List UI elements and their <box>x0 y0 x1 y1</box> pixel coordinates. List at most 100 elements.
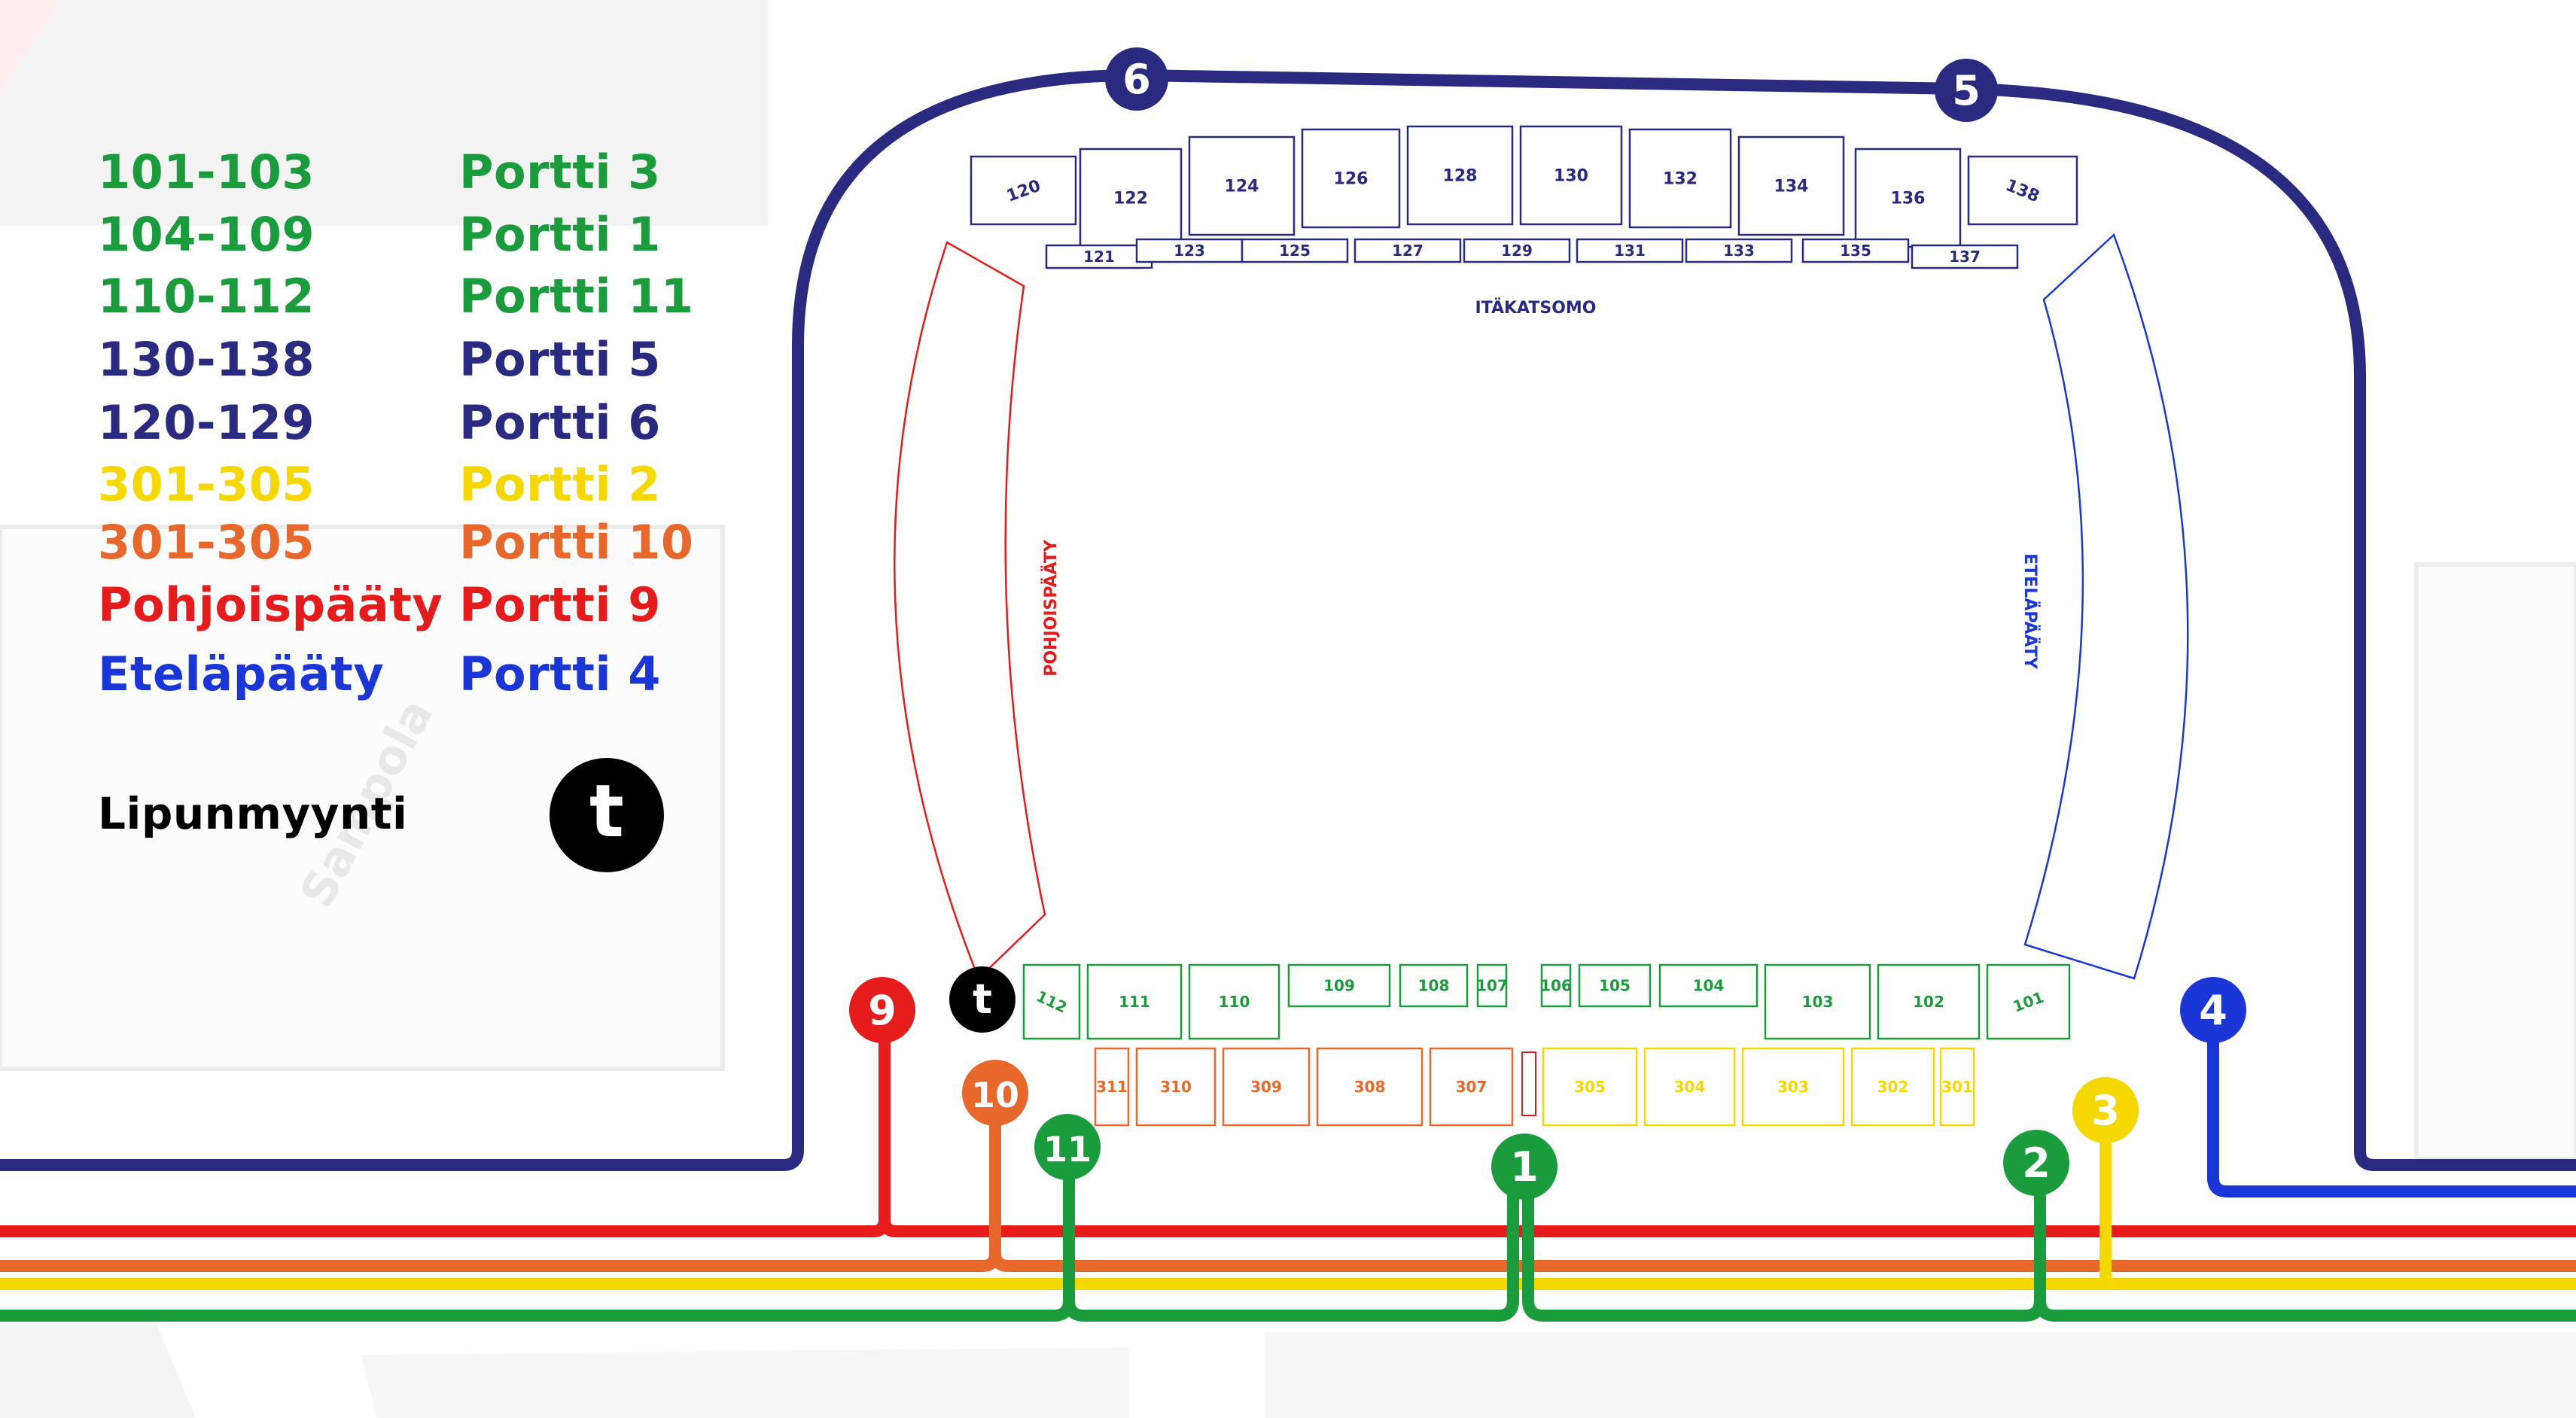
section-135[interactable]: 135 <box>1801 238 1910 263</box>
gate-5-number: 5 <box>1952 67 1981 114</box>
section-101[interactable]: 101 <box>1986 963 2071 1040</box>
section-310-label: 310 <box>1160 1078 1192 1096</box>
section-125-label: 125 <box>1279 242 1311 260</box>
section-303[interactable]: 303 <box>1741 1047 1845 1127</box>
section-303-label: 303 <box>1777 1078 1809 1096</box>
section-303-shape <box>1741 1047 1845 1127</box>
section-110-shape <box>1188 963 1280 1040</box>
section-302[interactable]: 302 <box>1850 1047 1935 1127</box>
press-box <box>1521 1051 1536 1116</box>
section-109[interactable]: 109 <box>1287 963 1391 1008</box>
section-137[interactable]: 137 <box>1911 244 2019 269</box>
section-124-label: 124 <box>1225 178 1259 196</box>
south-end-stand[interactable] <box>2023 233 2189 980</box>
route-red <box>0 1009 2576 1237</box>
gate-4-circle <box>2180 977 2246 1043</box>
section-108[interactable]: 108 <box>1399 963 1469 1008</box>
section-309[interactable]: 309 <box>1222 1047 1311 1127</box>
section-132-shape <box>1628 128 1732 229</box>
section-110[interactable]: 110 <box>1188 963 1280 1040</box>
section-130-label: 130 <box>1554 167 1588 186</box>
gate-1-marker[interactable]: 1 <box>1491 1133 1557 1200</box>
section-111-label: 111 <box>1119 993 1150 1011</box>
section-131[interactable]: 131 <box>1576 238 1684 263</box>
section-304[interactable]: 304 <box>1643 1047 1736 1127</box>
section-132[interactable]: 132 <box>1628 128 1732 229</box>
gate-10-number: 10 <box>971 1075 1019 1115</box>
north-end-label: POHJOISPÄÄTY <box>1041 539 1061 677</box>
section-111[interactable]: 111 <box>1086 963 1183 1040</box>
route-lines <box>0 69 2576 1322</box>
section-129-shape <box>1463 238 1571 263</box>
gate-3-marker[interactable]: 3 <box>2072 1077 2139 1143</box>
section-125[interactable]: 125 <box>1241 238 1349 263</box>
gate-5-marker[interactable]: 5 <box>1935 59 1998 122</box>
section-136-shape <box>1854 148 1962 248</box>
section-122[interactable]: 122 <box>1079 148 1183 248</box>
section-107-shape <box>1476 963 1508 1008</box>
section-127[interactable]: 127 <box>1353 238 1462 263</box>
section-126[interactable]: 126 <box>1301 128 1401 229</box>
gate-2-marker[interactable]: 2 <box>2003 1130 2069 1196</box>
section-126-shape <box>1301 128 1401 229</box>
section-128[interactable]: 128 <box>1406 125 1514 226</box>
section-308[interactable]: 308 <box>1316 1047 1423 1127</box>
bg-block <box>0 0 60 90</box>
section-104[interactable]: 104 <box>1658 963 1758 1008</box>
section-137-label: 137 <box>1949 248 1981 266</box>
section-309-shape <box>1222 1047 1311 1127</box>
section-127-label: 127 <box>1392 242 1423 260</box>
section-102-shape <box>1877 963 1981 1040</box>
section-102[interactable]: 102 <box>1877 963 1981 1040</box>
section-307[interactable]: 307 <box>1429 1047 1514 1127</box>
gate-6-marker[interactable]: 6 <box>1105 47 1168 111</box>
gate-9-marker[interactable]: 9 <box>849 977 915 1043</box>
gate-9-number: 9 <box>868 987 897 1034</box>
gate-4-marker[interactable]: 4 <box>2180 977 2246 1043</box>
gate-3-circle <box>2072 1077 2139 1143</box>
section-105[interactable]: 105 <box>1578 963 1652 1008</box>
section-305-shape <box>1542 1047 1638 1127</box>
section-305[interactable]: 305 <box>1542 1047 1638 1127</box>
gate-4-number: 4 <box>2199 987 2227 1034</box>
section-133[interactable]: 133 <box>1685 238 1793 263</box>
section-121[interactable]: 121 <box>1045 244 1153 269</box>
section-129[interactable]: 129 <box>1463 238 1571 263</box>
section-311-shape <box>1094 1047 1130 1127</box>
section-309-label: 309 <box>1250 1078 1282 1096</box>
section-105-label: 105 <box>1599 977 1631 995</box>
section-102-label: 102 <box>1913 993 1944 1011</box>
section-134[interactable]: 134 <box>1737 135 1845 236</box>
section-137-shape <box>1911 244 2019 269</box>
bg-block <box>0 0 768 226</box>
section-112-shape <box>1022 963 1081 1040</box>
gate-6-circle <box>1105 47 1168 111</box>
section-106[interactable]: 106 <box>1540 963 1572 1008</box>
section-136[interactable]: 136 <box>1854 148 1962 248</box>
section-107[interactable]: 107 <box>1476 963 1508 1008</box>
section-124[interactable]: 124 <box>1188 135 1296 236</box>
section-105-shape <box>1578 963 1652 1008</box>
east-stand-label: ITÄKATSOMO <box>1475 298 1596 318</box>
gate-6-number: 6 <box>1122 56 1151 103</box>
section-301[interactable]: 301 <box>1939 1047 1975 1127</box>
section-109-label: 109 <box>1323 977 1355 995</box>
bg-block <box>0 1310 196 1418</box>
section-103[interactable]: 103 <box>1764 963 1871 1040</box>
section-112[interactable]: 112 <box>1022 963 1081 1040</box>
section-311[interactable]: 311 <box>1094 1047 1130 1127</box>
section-128-label: 128 <box>1443 167 1478 186</box>
section-308-label: 308 <box>1354 1078 1386 1096</box>
section-138[interactable]: 138 <box>1967 155 2078 226</box>
ticket-sales-marker[interactable]: t <box>949 966 1015 1033</box>
section-126-label: 126 <box>1334 170 1369 189</box>
gate-10-marker[interactable]: 10 <box>962 1060 1028 1126</box>
ticket-sales-label: Lipunmyynti <box>98 788 408 839</box>
section-310[interactable]: 310 <box>1135 1047 1216 1127</box>
section-123[interactable]: 123 <box>1135 238 1244 263</box>
gate-11-marker[interactable]: 11 <box>1034 1114 1101 1180</box>
section-130[interactable]: 130 <box>1519 125 1623 226</box>
section-120[interactable]: 120 <box>970 155 1077 226</box>
north-end-stand[interactable] <box>894 241 1046 981</box>
section-111-shape <box>1086 963 1183 1040</box>
